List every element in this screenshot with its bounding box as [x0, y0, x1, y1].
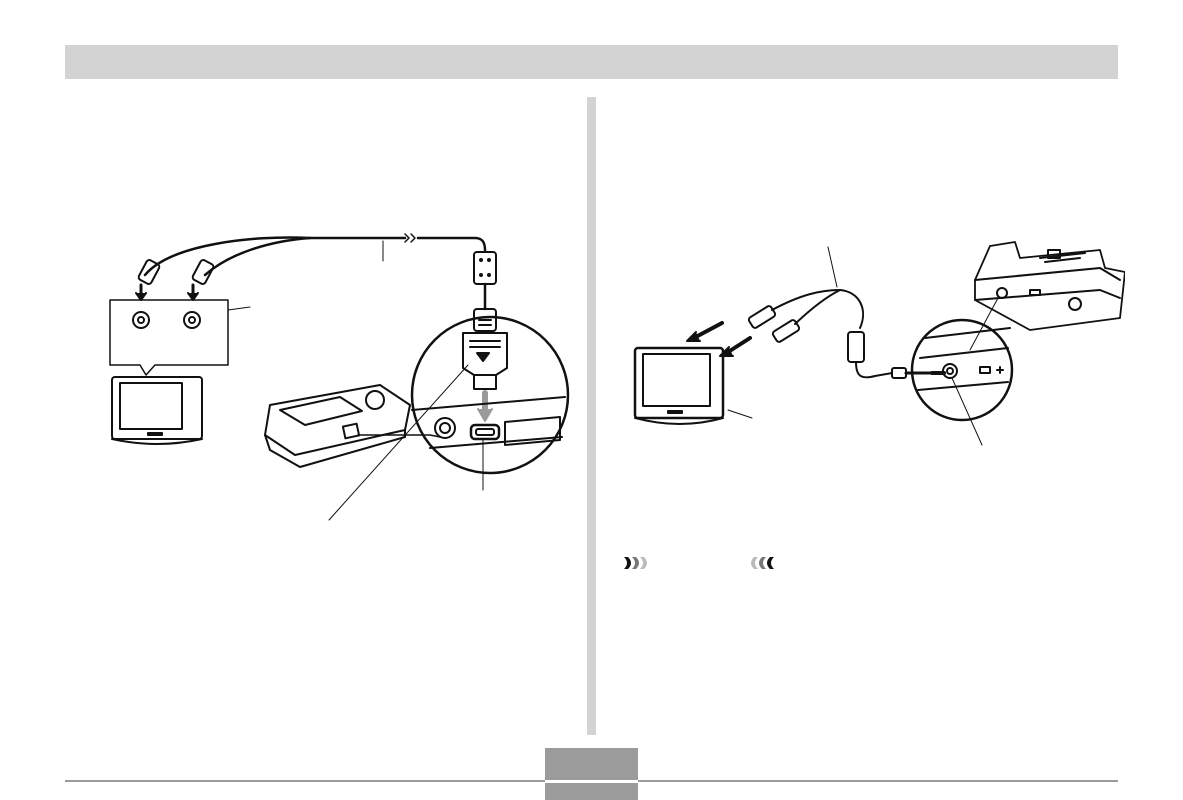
column-divider — [587, 97, 596, 735]
tv-icon — [111, 376, 203, 445]
page-tab-gap — [545, 780, 638, 783]
header-bar — [65, 45, 1118, 79]
hdmi-plug-icon — [410, 308, 570, 475]
left-connection-illustration — [109, 233, 570, 521]
usb-cradle-icon — [969, 241, 1125, 351]
cable-icon — [143, 233, 497, 311]
av-cable-icon — [747, 246, 932, 379]
right-connection-illustration — [633, 241, 1125, 446]
rca-plug-left-icon — [135, 259, 161, 301]
rca-plug-right-icon — [187, 259, 215, 301]
note-open-icon — [624, 557, 647, 569]
av-out-port-icon — [910, 318, 1014, 446]
page-number-tab — [545, 748, 638, 800]
tv-icon — [633, 346, 725, 425]
video-audio-terminal-panel-icon — [109, 299, 251, 376]
note-close-icon — [751, 557, 774, 569]
